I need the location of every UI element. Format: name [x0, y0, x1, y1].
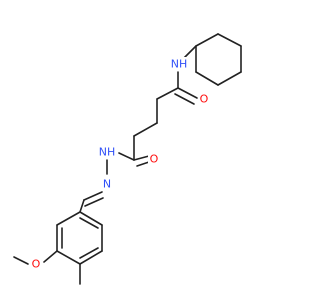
bond — [133, 155, 150, 161]
hydrazide-o-text: O — [150, 153, 159, 166]
bond — [79, 247, 99, 259]
bond — [79, 211, 103, 226]
bond — [136, 161, 150, 167]
molecule-structure-diagram: NH O NH O N O — [13, 33, 242, 285]
amide-o-text: O — [200, 93, 209, 106]
cyclohexyl-ring — [195, 33, 242, 86]
label-background — [170, 57, 188, 71]
label-background — [198, 92, 210, 106]
label-background — [148, 152, 160, 166]
bond — [83, 191, 103, 201]
amide-o-label: O — [198, 92, 210, 106]
imine-n-label: N — [100, 177, 114, 191]
amide-nh-label: NH — [170, 57, 188, 71]
bond — [56, 211, 81, 226]
label-background — [30, 257, 42, 271]
bond — [195, 33, 219, 47]
bond — [79, 217, 99, 229]
label-background — [97, 145, 117, 159]
hydrazide-o-label: O — [148, 152, 160, 166]
bond — [118, 152, 135, 161]
bond — [79, 250, 103, 265]
label-background — [100, 177, 114, 191]
molecule-svg: NH O NH O N O — [13, 33, 242, 285]
bond — [195, 71, 219, 86]
amide-nh-text: NH — [171, 58, 188, 71]
carbon-chain — [118, 71, 198, 167]
hydrazone-linkage — [79, 159, 108, 213]
bond — [177, 87, 198, 99]
methoxy-o-label: O — [30, 257, 42, 271]
bond — [174, 93, 195, 105]
bond — [183, 45, 197, 59]
atom-labels: NH O NH O N O — [30, 57, 210, 271]
bond — [56, 250, 81, 265]
bond — [156, 87, 179, 100]
bond — [43, 250, 58, 263]
bond — [79, 199, 85, 213]
bond — [217, 33, 242, 47]
hydrazide-nh-text: NH — [99, 146, 116, 159]
bond — [133, 122, 158, 137]
imine-n-text: N — [103, 178, 111, 191]
benzene-ring — [56, 211, 103, 265]
hydrazide-nh-label: NH — [97, 145, 117, 159]
methoxy-o-text: O — [32, 258, 41, 271]
bond — [13, 256, 29, 265]
bond — [217, 71, 242, 86]
bond — [84, 197, 104, 207]
